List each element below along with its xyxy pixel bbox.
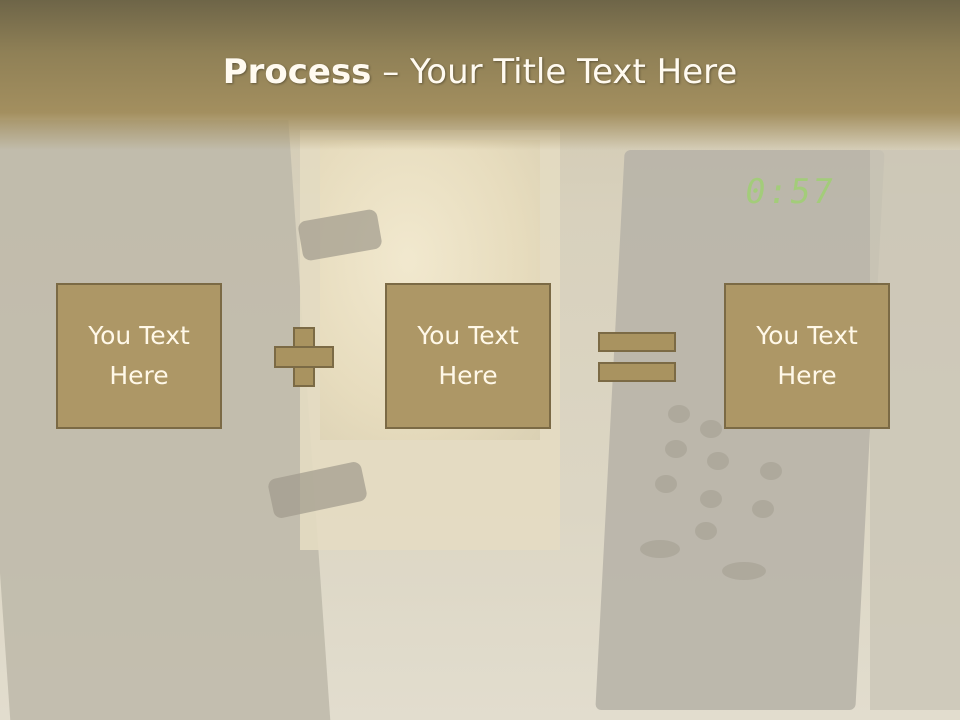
slide-title: Process – Your Title Text Here [0,52,960,92]
keypad-button [665,440,687,458]
process-box-1: You Text Here [56,283,222,429]
plus-icon [274,327,334,387]
keypad-button [707,452,729,470]
keypad-button [700,490,722,508]
equals-icon [598,332,676,384]
keypad-button [655,475,677,493]
process-box-2: You Text Here [385,283,551,429]
keypad-button [722,562,766,580]
keypad-button [640,540,680,558]
microwave-control-panel [595,150,885,710]
title-rest: – Your Title Text Here [371,52,738,92]
keypad-button [752,500,774,518]
microwave-side-shape [870,150,960,710]
keypad-button [760,462,782,480]
title-bold: Process [222,52,372,92]
keypad-button [700,420,722,438]
keypad-button [668,405,690,423]
microwave-clock-display: 0:57 [742,172,838,212]
keypad-button [695,522,717,540]
title-band [0,0,960,150]
process-box-3: You Text Here [724,283,890,429]
